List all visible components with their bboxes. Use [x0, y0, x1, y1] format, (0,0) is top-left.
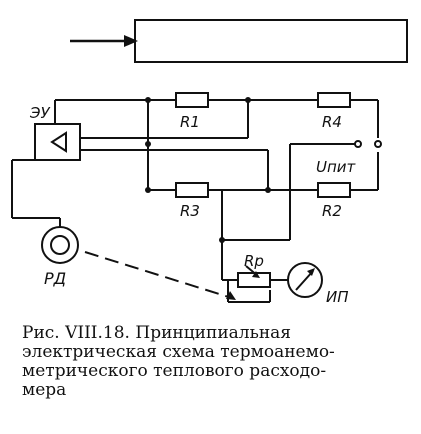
amplifier-icon — [50, 131, 67, 153]
junction-dot — [145, 97, 151, 103]
caption-line: метрического теплового расходо- — [22, 361, 327, 381]
caption-line: электрическая схема термоанемо- — [22, 342, 335, 362]
junction-dot — [145, 141, 151, 147]
junction-dot — [145, 187, 151, 193]
label-motor: РД — [44, 269, 66, 288]
flow-arrow-head — [124, 35, 138, 47]
supply-terminal-left — [354, 140, 362, 148]
label-pot: Rр — [244, 252, 264, 270]
label-r4: R4 — [322, 113, 342, 131]
label-r3: R3 — [180, 202, 200, 220]
motor-inner — [50, 235, 70, 255]
amplifier-box — [34, 123, 81, 161]
label-meter: ИП — [326, 288, 349, 306]
resistor-r3 — [175, 182, 209, 198]
potentiometer-rp — [237, 272, 271, 288]
junction-dot — [245, 97, 251, 103]
resistor-r1 — [175, 92, 209, 108]
mechanical-link — [84, 251, 233, 299]
resistor-r2 — [317, 182, 351, 198]
supply-terminal-right — [374, 140, 382, 148]
junction-dot — [265, 187, 271, 193]
resistor-r4 — [317, 92, 351, 108]
link-arrow-head — [226, 291, 236, 300]
label-r1: R1 — [180, 113, 200, 131]
label-supply: Uпит — [316, 158, 357, 176]
caption-line: мера — [22, 380, 67, 400]
flow-pipe — [134, 19, 408, 63]
label-r2: R2 — [322, 202, 342, 220]
caption-line: Рис. VIII.18. Принципиальная — [22, 323, 292, 343]
meter-needle-head — [307, 268, 315, 276]
pot-wiper-head — [252, 271, 260, 278]
junction-dot — [219, 237, 225, 243]
label-amplifier: ЭУ — [29, 104, 50, 122]
figure-caption: Рис. VIII.18. Принципиальная электрическ… — [22, 324, 414, 400]
